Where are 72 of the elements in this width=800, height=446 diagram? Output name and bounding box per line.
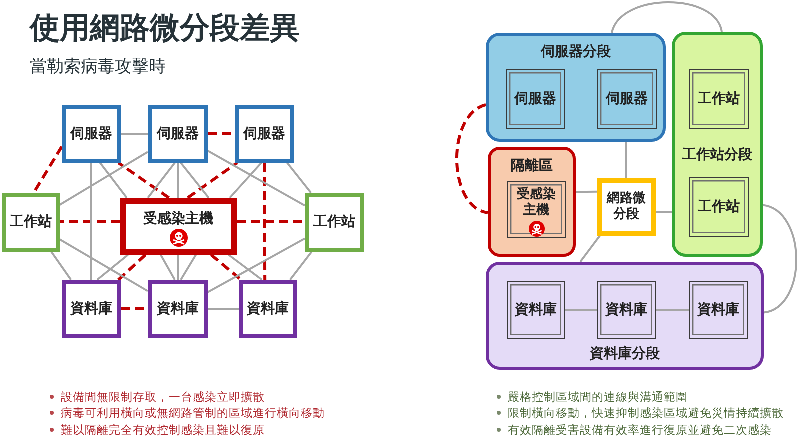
infected-host-box	[120, 198, 237, 255]
dashed-connector	[60, 220, 120, 224]
connector-line	[229, 162, 262, 199]
connector-line	[177, 162, 180, 198]
database-box: 資料庫	[597, 281, 656, 339]
server-box: 伺服器	[235, 105, 294, 163]
segment-panel	[672, 32, 763, 257]
connector-line	[180, 162, 210, 199]
connector-line	[208, 308, 239, 310]
microsegment-box: 網路微分段	[597, 178, 656, 236]
host-label: 受感染主機	[516, 187, 557, 219]
database-box: 資料庫	[507, 281, 565, 339]
infected-host-box	[507, 181, 566, 238]
connector-line	[625, 142, 628, 178]
page-title: 使用網路微分段差異	[30, 11, 300, 47]
database-box: 資料庫	[689, 281, 748, 339]
database-box: 資料庫	[239, 280, 297, 338]
connector-line	[656, 309, 689, 311]
workstation-box: 工作站	[689, 177, 749, 237]
connector-line	[762, 204, 798, 314]
dashed-connector	[187, 162, 238, 200]
connector-line	[147, 162, 176, 199]
connector-line	[208, 150, 306, 207]
isolation-zone-panel	[488, 147, 576, 257]
connector-line	[96, 254, 129, 281]
server-box: 伺服器	[597, 69, 657, 129]
connector-line	[228, 254, 263, 281]
bullet-text: 設備間無限制存取，一台感染立即擴散	[61, 389, 265, 405]
connector-line	[90, 163, 92, 280]
segment-panel	[486, 262, 764, 370]
connector-line	[656, 211, 672, 214]
connector-line	[60, 238, 148, 292]
dashed-connector	[456, 104, 488, 214]
dashed-connector	[118, 254, 147, 282]
connector-line	[611, 2, 723, 34]
connector-line	[177, 254, 180, 280]
segment-title: 隔離區	[511, 157, 553, 175]
server-box: 伺服器	[62, 105, 121, 163]
connector-line	[576, 190, 598, 194]
dashed-connector	[118, 162, 170, 200]
host-label: 受感染主機	[144, 210, 214, 228]
connector-line	[100, 162, 128, 199]
connector-line	[121, 133, 148, 135]
workstation-box: 工作站	[305, 193, 364, 252]
bullet-text: 難以隔離完全有效控制感染且難以復原	[61, 422, 265, 438]
connector-line	[180, 254, 197, 281]
dashed-connector	[237, 220, 305, 224]
bullet-text: 有效隔離受害設備有效率進行復原並避免二次感染	[508, 422, 772, 438]
dashed-connector	[32, 146, 64, 194]
dashed-connector	[210, 254, 242, 282]
connector-line	[208, 238, 306, 294]
bullet-text: 限制橫向移動，快速抑制感染區域避免災情持續擴散	[508, 405, 784, 421]
connector-line	[565, 309, 597, 311]
connector-line	[290, 251, 313, 281]
segment-panel	[486, 33, 666, 142]
segment-title: 工作站分段	[682, 146, 752, 164]
connector-line	[50, 251, 72, 281]
segment-title: 伺服器分段	[541, 43, 611, 61]
server-box: 伺服器	[506, 69, 565, 129]
segment-title: 資料庫分段	[590, 345, 660, 363]
database-box: 資料庫	[62, 280, 121, 338]
workstation-box: 工作站	[689, 69, 749, 129]
bullet-text: 嚴格控制區域間的連線與溝通範圍	[508, 389, 688, 405]
database-box: 資料庫	[148, 280, 208, 338]
subtitle: 當勒索病毒攻擊時	[30, 56, 166, 78]
connector-line	[59, 151, 149, 206]
dashed-connector	[263, 162, 267, 280]
bullet-text: 病毒可利用橫向或無網路管制的區域進行橫向移動	[61, 405, 325, 421]
connector-line	[160, 254, 176, 280]
server-box: 伺服器	[148, 105, 208, 163]
connector-line	[286, 162, 312, 194]
workstation-box: 工作站	[2, 193, 60, 252]
